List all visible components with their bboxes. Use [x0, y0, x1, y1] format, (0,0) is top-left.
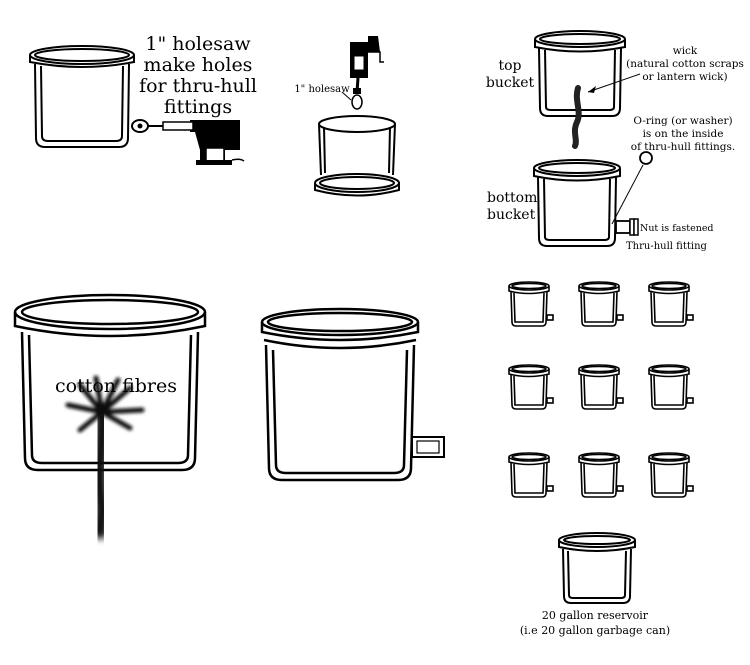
holesaw-instruction-line-4: fittings	[164, 96, 232, 118]
wick-label-line-1: wick	[673, 45, 698, 57]
bucket-icon	[558, 532, 636, 604]
thru-hull-fitting-icon	[616, 314, 624, 321]
oring-pointer	[611, 164, 644, 225]
thru-hull-fitting-icon	[546, 485, 554, 492]
wick-pointer	[587, 73, 641, 93]
bucket-icon	[260, 307, 420, 482]
thru-hull-fitting-icon	[615, 218, 639, 236]
bottom-bucket-label-line-2: bucket	[487, 207, 536, 223]
thru-hull-fitting-icon	[546, 314, 554, 321]
small-bucket-assembly	[648, 452, 694, 498]
oring-label-line-1: O-ring (or washer)	[633, 115, 732, 127]
thru-hull-fitting-icon	[546, 397, 554, 404]
thru-hull-label: Thru-hull fitting	[626, 241, 708, 252]
bottom-bucket-label-line-1: bottom	[487, 190, 537, 206]
cotton-fibres-label: cotton fibres	[55, 375, 177, 397]
wick-label-line-2: (natural cotton scraps	[626, 58, 744, 70]
wick-icon	[571, 85, 582, 149]
small-bucket-assembly	[648, 281, 694, 327]
top-bucket-label-line-1: top	[498, 58, 521, 74]
small-bucket-assembly	[508, 281, 554, 327]
holesaw-instruction: 1" holesaw make holes for thru-hull fitt…	[139, 33, 257, 118]
wick-pointer-arrowhead	[588, 86, 596, 93]
small-bucket-assembly	[508, 364, 554, 410]
bucket-icon	[13, 293, 207, 472]
drill-icon	[350, 36, 384, 110]
thru-hull-fitting-icon	[411, 436, 445, 458]
oring-label-line-2: is on the inside	[643, 128, 724, 140]
holesaw-instruction-line-1: 1" holesaw	[145, 33, 251, 55]
nut-fastened-label: Nut is fastened	[640, 223, 714, 234]
thru-hull-fitting-icon	[686, 397, 694, 404]
holesaw-instruction-line-2: make holes	[144, 54, 253, 76]
top-bucket-label-line-2: bucket	[486, 75, 535, 91]
bucket-icon	[534, 30, 626, 117]
small-bucket-assembly	[578, 364, 624, 410]
thru-hull-fitting-icon	[686, 314, 694, 321]
cotton-fibres-icon	[65, 375, 145, 539]
o-ring-icon	[639, 151, 653, 165]
small-bucket-assembly	[578, 452, 624, 498]
reservoir-label-line-1: 20 gallon reservoir	[542, 609, 649, 622]
holesaw-label: 1" holesaw	[294, 84, 350, 95]
bucket-icon	[314, 115, 400, 197]
bucket-icon	[29, 45, 135, 148]
drill-icon	[131, 119, 245, 165]
reservoir-label-line-2: (i.e 20 gallon garbage can)	[520, 624, 670, 637]
wick-label-line-3: or lantern wick)	[642, 71, 727, 83]
thru-hull-fitting-icon	[686, 485, 694, 492]
small-bucket-assembly	[578, 281, 624, 327]
small-bucket-assembly	[508, 452, 554, 498]
small-bucket-assembly	[648, 364, 694, 410]
thru-hull-fitting-icon	[616, 485, 624, 492]
holesaw-instruction-line-3: for thru-hull	[139, 75, 257, 97]
bucket-grid	[508, 281, 694, 498]
oring-label-line-3: of thru-hull fittings.	[631, 141, 735, 153]
bucket-icon	[533, 159, 621, 247]
holesaw-pointer	[341, 91, 352, 101]
thru-hull-fitting-icon	[616, 397, 624, 404]
